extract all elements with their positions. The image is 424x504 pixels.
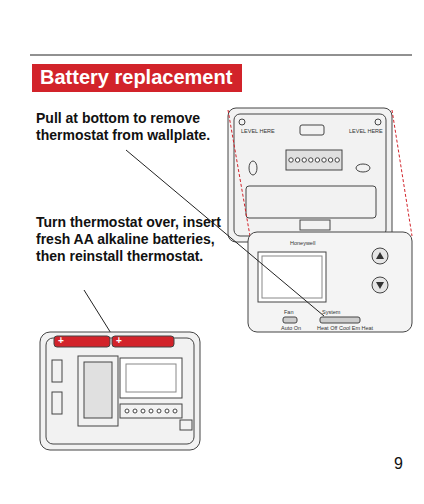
pin	[133, 409, 137, 413]
terminal-screw	[322, 158, 326, 162]
pin	[165, 409, 169, 413]
instruction: Turn thermostat over, insert fresh AA al…	[36, 214, 226, 265]
top-rule	[30, 55, 412, 56]
switch-label: System	[322, 309, 340, 315]
polarity-mark: +	[116, 336, 122, 346]
thermostat-back	[40, 332, 200, 450]
wallplate	[228, 108, 392, 242]
terminal-screw	[328, 158, 332, 162]
level-mark: LEVEL HERE	[349, 128, 383, 134]
terminal-screw	[309, 158, 313, 162]
switch-label: Auto On	[281, 325, 301, 331]
brand-name: Honeywell	[290, 240, 315, 246]
section-title: Battery replacement	[32, 64, 242, 92]
pin	[173, 409, 177, 413]
switch-label: Heat Off Cool Em Heat	[317, 325, 373, 331]
terminal-screw	[302, 158, 306, 162]
instruction: Pull at bottom to remove thermostat from…	[36, 110, 216, 144]
terminal-screw	[335, 158, 339, 162]
pin	[157, 409, 161, 413]
level-mark: LEVEL HERE	[241, 128, 275, 134]
pin	[125, 409, 129, 413]
terminal-screw	[295, 158, 299, 162]
pin	[141, 409, 145, 413]
switch-label: Fan	[284, 309, 293, 315]
projection-lines	[228, 110, 412, 250]
terminal-screw	[315, 158, 319, 162]
pin	[149, 409, 153, 413]
terminal-screw	[289, 158, 293, 162]
thermostat-front	[248, 232, 412, 332]
page-number: 9	[394, 455, 403, 473]
battery	[54, 336, 110, 347]
polarity-mark: +	[58, 336, 64, 346]
battery	[112, 336, 174, 347]
